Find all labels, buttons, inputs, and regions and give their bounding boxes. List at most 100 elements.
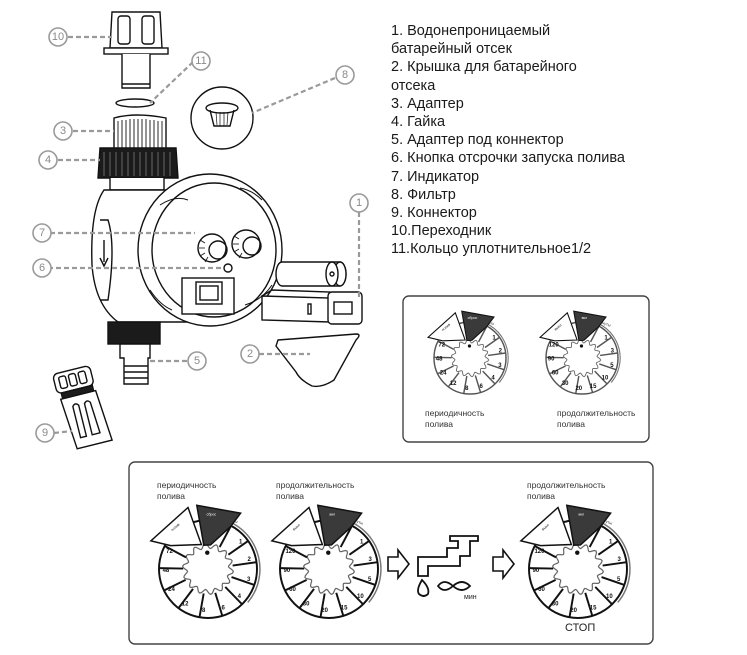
filter-8-part <box>190 86 254 150</box>
infinity-icon <box>436 581 472 591</box>
dial-indicator-dot <box>326 550 331 555</box>
dial-white-tab-text: выкл <box>292 523 301 531</box>
dial-spoke <box>227 540 249 556</box>
dial-number: 120 <box>549 342 560 348</box>
dial-number: 1 <box>604 335 608 341</box>
dial-indicator-dot <box>579 344 584 348</box>
dial-spoke <box>534 545 557 559</box>
frequency-label-line2: полива <box>425 419 453 429</box>
dial-number: 3 <box>247 577 251 583</box>
dial-spoke <box>163 579 187 592</box>
dial-number: 48 <box>163 568 170 574</box>
svg-text:3: 3 <box>60 125 66 137</box>
nut-4-part <box>97 147 179 191</box>
dial-white-tab <box>519 506 573 547</box>
dial-spoke <box>214 592 224 617</box>
legend-item: 8. Фильтр <box>391 186 456 203</box>
dial-number: 2 <box>499 349 503 355</box>
legend-item: 3. Адаптер <box>391 95 464 112</box>
dial-unit-text: минуты <box>598 516 613 525</box>
arrow-right-icon <box>387 547 411 581</box>
svg-text:7: 7 <box>39 227 45 239</box>
dial-number: 3 <box>369 557 373 563</box>
adapter-10-part <box>103 11 169 89</box>
dial-dark-tab <box>461 310 495 342</box>
dial-spoke <box>599 352 618 357</box>
dial-spoke <box>487 363 505 371</box>
dial-number: 30 <box>552 601 559 607</box>
dial-spoke <box>477 325 488 343</box>
callout-4: 4 <box>38 150 58 170</box>
callout-9: 9 <box>35 423 55 443</box>
dial-number: 1 <box>492 335 496 341</box>
dial-spoke <box>602 561 627 567</box>
dial-spoke <box>345 586 364 605</box>
dial-indicator-dot <box>205 550 210 555</box>
dial-spoke <box>588 525 602 548</box>
dial-spoke <box>568 593 575 618</box>
svg-text:1: 1 <box>356 197 362 209</box>
dial-number: 20 <box>321 608 328 614</box>
dial-number: 90 <box>284 568 291 574</box>
dial-spoke <box>482 370 496 385</box>
dial-number: 4 <box>491 376 495 382</box>
device-exploded-view <box>52 11 363 450</box>
legend-item: 5. Адаптер под коннектор <box>391 132 564 149</box>
dial-number: 10 <box>602 376 609 382</box>
dial-number: 1 <box>360 539 364 545</box>
dial-dark-tab <box>565 504 612 546</box>
frequency-dial-small: часы12346812244872сбросполив <box>426 310 509 395</box>
dial-spoke <box>549 340 567 351</box>
dial-dark-tab-text: сброс <box>468 316 478 320</box>
dial-dark-tab-text: сброс <box>207 512 217 516</box>
water-drop-icon <box>417 578 430 597</box>
dial-dark-tab-text: вкл <box>330 512 336 516</box>
callout-2: 2 <box>240 344 260 364</box>
step2-label-line2: полива <box>276 491 304 501</box>
dial-number: 60 <box>289 587 296 593</box>
dial-dark-tab <box>573 310 607 342</box>
legend-item: 1. Водонепроницаемый <box>391 23 551 39</box>
dial-white-tab-text: полив <box>441 323 451 332</box>
frequency-label-line1: периодичность <box>425 408 485 418</box>
dial-spoke <box>218 525 232 548</box>
dial-spoke <box>447 372 460 388</box>
dial-spoke <box>339 525 353 548</box>
dial-spoke <box>353 561 378 567</box>
dial-white-tab <box>426 311 466 342</box>
arrow-right-icon <box>492 547 516 581</box>
callout-6: 6 <box>32 258 52 278</box>
callout-5: 5 <box>187 351 207 371</box>
callout-leaders <box>48 35 361 435</box>
dial-spoke <box>589 325 600 343</box>
legend-item: 7. Индикатор <box>391 168 480 185</box>
dial-spoke <box>484 336 500 349</box>
callout-10: 10 <box>48 27 68 47</box>
dial-number: 4 <box>238 594 242 600</box>
dial-dark-tab-text: вкл <box>579 512 585 516</box>
dial-spoke <box>335 592 345 617</box>
legend-item: 9. Коннектор <box>391 205 477 222</box>
legend-item: 11.Кольцо уплотнительное1/2 <box>391 241 592 258</box>
dial-number: 48 <box>436 357 443 363</box>
dial-unit-text: минуты <box>597 318 612 327</box>
legend-item: 10.Переходник <box>391 223 492 240</box>
stop-label: СТОП <box>565 622 595 634</box>
svg-text:5: 5 <box>194 355 200 367</box>
svg-text:2: 2 <box>247 348 253 360</box>
step3-label-line2: полива <box>527 491 555 501</box>
dial-spoke <box>285 545 308 559</box>
dial-number: 90 <box>533 568 540 574</box>
dial-number: 15 <box>341 605 348 611</box>
dial-spoke <box>596 336 612 349</box>
dial-number: 3 <box>611 349 615 355</box>
dial-number: 20 <box>570 608 577 614</box>
dial-dark-tab-text: вкл <box>582 316 588 320</box>
dial-number: 5 <box>617 577 621 583</box>
dial-number: 60 <box>538 587 545 593</box>
legend-item: батарейный отсек <box>391 41 512 58</box>
dial-number: 120 <box>534 549 545 555</box>
